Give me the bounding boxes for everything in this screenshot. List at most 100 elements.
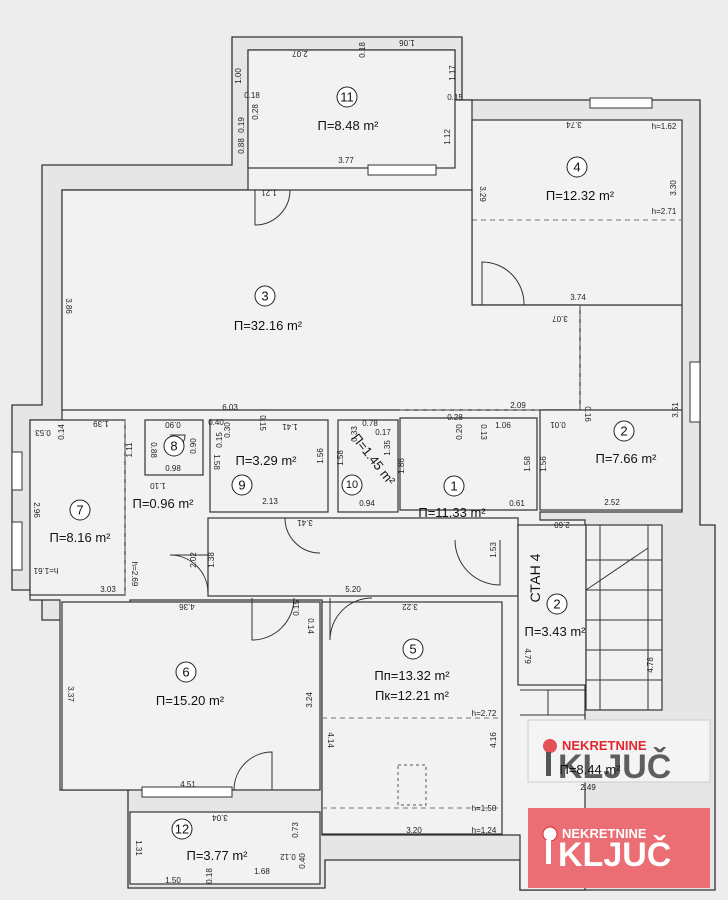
key-icon: [542, 826, 558, 842]
logo-main-text: KLJUČ: [558, 835, 671, 874]
dim-label: 0.61: [509, 499, 525, 508]
dim-label: 2.52: [604, 498, 620, 507]
dim-label: 3.37: [66, 686, 75, 702]
stairs: [520, 525, 662, 716]
dim-label: 3.29: [478, 186, 487, 202]
room-area: П=3.77 m²: [186, 848, 248, 863]
dim-label: 1.68: [254, 867, 270, 876]
dim-label: 4.79: [523, 648, 532, 664]
dimensions: 2.07 0.18 1.06 1.17 0.15 1.00 0.18 0.28 …: [32, 38, 680, 885]
window: [589, 97, 653, 109]
dim-label: 3.30: [669, 180, 678, 196]
stan-label: СТАН 4: [527, 553, 543, 602]
dim-label: 0.18: [244, 91, 260, 100]
dim-label: 1.50: [165, 876, 181, 885]
dim-label: 0.40: [298, 853, 307, 869]
room-number: 12: [175, 822, 189, 837]
room-1: [399, 417, 538, 511]
dim-label: 0.17: [375, 428, 391, 437]
dim-label: 1.31: [134, 840, 143, 856]
dim-label: 0.16: [583, 406, 592, 422]
room-4-label: 4 П=12.32 m²: [546, 156, 615, 203]
dim-label: 0.88: [237, 138, 246, 154]
dim-label: 1.53: [489, 542, 498, 558]
room-area: П=15.20 m²: [156, 693, 225, 708]
room-2b-label: 2 П=3.43 m²: [524, 593, 586, 639]
dim-label: 0.15: [447, 93, 463, 102]
room-2a-label: 2 П=7.66 m²: [595, 420, 657, 466]
dim-label: 1.56: [539, 456, 548, 472]
room-number: 2: [553, 597, 560, 612]
dim-label: 0.01: [550, 420, 566, 429]
dim-label: 3.86: [64, 298, 73, 314]
room-area: П=0.96 m²: [132, 496, 194, 511]
room-number: 1: [450, 479, 457, 494]
dim-label: 0.15: [292, 600, 301, 616]
dim-label: 0.40: [208, 418, 224, 427]
dim-label: 1.11: [125, 442, 134, 458]
dim-label: 1.41: [282, 422, 298, 431]
dim-label: 3.41: [297, 518, 313, 527]
key-shaft-icon: [546, 752, 551, 776]
room-number: 3: [261, 289, 268, 304]
logo-watermark: NEKRETNINE KLJUČ П=8.44 m²: [527, 719, 711, 786]
room-4: [471, 119, 683, 306]
dim-label: 2.49: [580, 783, 596, 792]
dim-label: 0.18: [205, 868, 214, 884]
dim-label: 4.36: [179, 602, 195, 611]
dim-label: 0.28: [251, 104, 260, 120]
dim-label: 0.94: [359, 499, 375, 508]
dim-label: 0.98: [165, 464, 181, 473]
room-6-label: 6 П=15.20 m²: [156, 661, 225, 708]
dim-label: 1.00: [234, 68, 243, 84]
dim-label: 0.20: [455, 424, 464, 440]
dim-label: 0.90: [165, 420, 181, 429]
dim-label: 3.07: [552, 314, 568, 323]
dim-label: 1.35: [383, 440, 392, 456]
dim-label: 3.20: [406, 826, 422, 835]
dim-label: 1.10: [150, 481, 166, 490]
room-2a: [539, 409, 683, 511]
dim-label: 0.19: [237, 117, 246, 133]
dim-label: 0.53: [35, 428, 51, 437]
room-3-label: 3 П=32.16 m²: [234, 285, 303, 333]
window: [11, 451, 23, 491]
window: [11, 521, 23, 571]
room-area: П=3.43 m²: [524, 624, 586, 639]
dim-label: 4.51: [180, 780, 196, 789]
dim-label: 1.39: [93, 419, 109, 428]
dim-label: 3.51: [671, 402, 680, 418]
room-12-label: 12 П=3.77 m²: [171, 818, 248, 863]
dim-label: 2.13: [262, 497, 278, 506]
dim-label: 0.73: [291, 822, 300, 838]
room-10: [337, 419, 399, 513]
dim-label: 1.86: [397, 458, 406, 474]
room-number: 8: [170, 439, 177, 454]
dim-label: h=1.24: [472, 826, 497, 835]
dim-label: 0.18: [358, 42, 367, 58]
room-number: 7: [76, 503, 83, 518]
dim-label: 3.74: [566, 120, 582, 129]
dim-label: 6.03: [222, 403, 238, 412]
dim-label: 0.12: [280, 852, 296, 861]
dim-label: 1.06: [495, 421, 511, 430]
dim-label: 0.14: [306, 618, 315, 634]
room-area: П=11.33 m²: [418, 505, 486, 520]
room-number: 6: [182, 665, 189, 680]
room-11: [247, 49, 456, 169]
dim-label: 0.90: [189, 438, 198, 454]
room-area: П=12.32 m²: [546, 188, 615, 203]
dim-label: 4.14: [326, 732, 335, 748]
dim-label: 1.06: [399, 38, 415, 47]
dim-label: h=2.72: [472, 709, 497, 718]
dim-label: 1.56: [316, 448, 325, 464]
dim-label: 4.78: [646, 657, 655, 673]
dim-label: 3.74: [570, 293, 586, 302]
room-number: 5: [409, 642, 416, 657]
logo-top-text: NEKRETNINE: [562, 738, 647, 753]
stairwell: [585, 524, 663, 711]
dim-label: 1.12: [443, 129, 452, 145]
room-area: П=8.44 m²: [559, 762, 621, 777]
logo: NEKRETNINE KLJUČ: [528, 808, 710, 888]
dim-label: 2.60: [554, 520, 570, 529]
